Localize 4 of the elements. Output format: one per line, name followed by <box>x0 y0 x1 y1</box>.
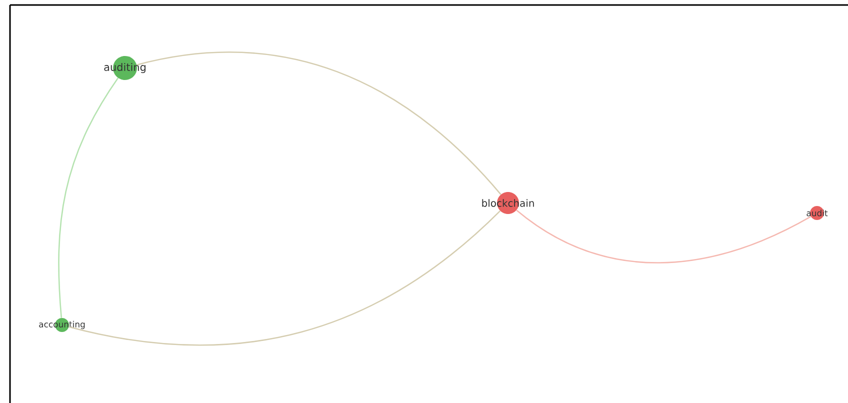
link-line <box>516 210 812 264</box>
link-line <box>58 78 119 318</box>
link-line <box>68 210 501 346</box>
link-line <box>136 52 502 195</box>
